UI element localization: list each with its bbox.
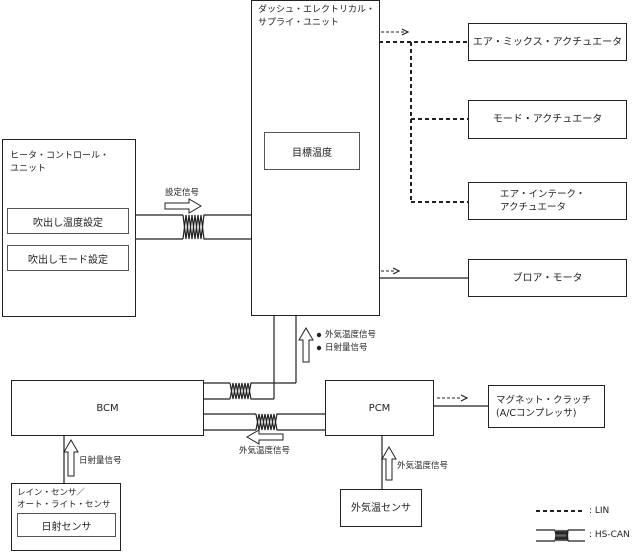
solar-sensor-box: 日射センサ xyxy=(17,513,116,537)
bcm-ambient-signal-label: 外気温度信号 xyxy=(239,446,291,456)
twist-bcm-pcm-b xyxy=(255,413,278,431)
outlet-temperature-setting: 吹出し温度設定 xyxy=(7,208,129,234)
legend-twist-b xyxy=(554,529,569,542)
bullet-1-icon xyxy=(316,332,322,338)
twist-dsu-bcm-b xyxy=(229,382,252,400)
target-temperature-box: 目標温度 xyxy=(264,132,360,170)
rain-sensor-label: レイン・センサ／ オート・ライト・センサ xyxy=(17,488,111,510)
setting-signal-label: 設定信号 xyxy=(165,188,200,198)
dsu-ambient-signal-label: 外気温度信号 xyxy=(325,330,377,340)
pcm-ambient-arrow xyxy=(381,446,397,481)
legend-hscan-label: : HS-CAN xyxy=(589,530,630,540)
arrowhead-clutch xyxy=(460,394,469,402)
mode-actuator: モード・アクチュエータ xyxy=(468,100,627,139)
rain-auto-light-sensor: レイン・センサ／ オート・ライト・センサ 日射センサ xyxy=(11,483,121,551)
dash-electrical-supply-unit: ダッシュ・エレクトリカル・ サプライ・ユニット 目標温度 xyxy=(251,0,380,316)
dsu-input-arrow xyxy=(298,327,314,363)
dsu-solar-signal-label: 日射量信号 xyxy=(325,343,368,353)
twist-dsu-bcm-a xyxy=(229,382,252,400)
twist-hcu-dsu-a xyxy=(182,214,205,240)
solar-signal-label: 日射量信号 xyxy=(79,456,122,466)
blower-motor: ブロア・モータ xyxy=(468,259,627,297)
outlet-mode-setting: 吹出しモード設定 xyxy=(7,245,129,271)
magnet-clutch-label: マグネット・クラッチ (A/Cコンプレッサ) xyxy=(496,394,592,419)
arrowhead-air-mix xyxy=(401,28,410,36)
setting-signal-arrow xyxy=(164,198,202,214)
arrowhead-blower xyxy=(392,267,401,275)
legend-lin-label: : LIN xyxy=(589,506,610,516)
air-intake-actuator: エア・インテーク・ アクチュエータ xyxy=(468,182,627,220)
dash-supply-unit-label: ダッシュ・エレクトリカル・ サプライ・ユニット xyxy=(258,5,376,28)
twist-bcm-pcm-a xyxy=(255,413,278,431)
pcm-ambient-signal-label: 外気温度信号 xyxy=(397,461,449,471)
ambient-temperature-sensor: 外気温センサ xyxy=(340,489,422,527)
solar-signal-arrow xyxy=(63,439,79,477)
heater-control-unit-label: ヒータ・コントロール・ ユニット xyxy=(10,151,110,174)
bcm-ambient-arrow xyxy=(246,429,284,445)
magnet-clutch: マグネット・クラッチ (A/Cコンプレッサ) xyxy=(488,385,605,428)
heater-control-unit: ヒータ・コントロール・ ユニット 吹出し温度設定 吹出しモード設定 xyxy=(2,139,136,317)
air-mix-actuator: エア・ミックス・アクチュエータ xyxy=(468,23,627,61)
bullet-2-icon xyxy=(316,345,322,351)
bcm-module: BCM xyxy=(11,380,204,436)
twist-hcu-dsu-b xyxy=(182,214,205,240)
pcm-module: PCM xyxy=(325,380,434,436)
